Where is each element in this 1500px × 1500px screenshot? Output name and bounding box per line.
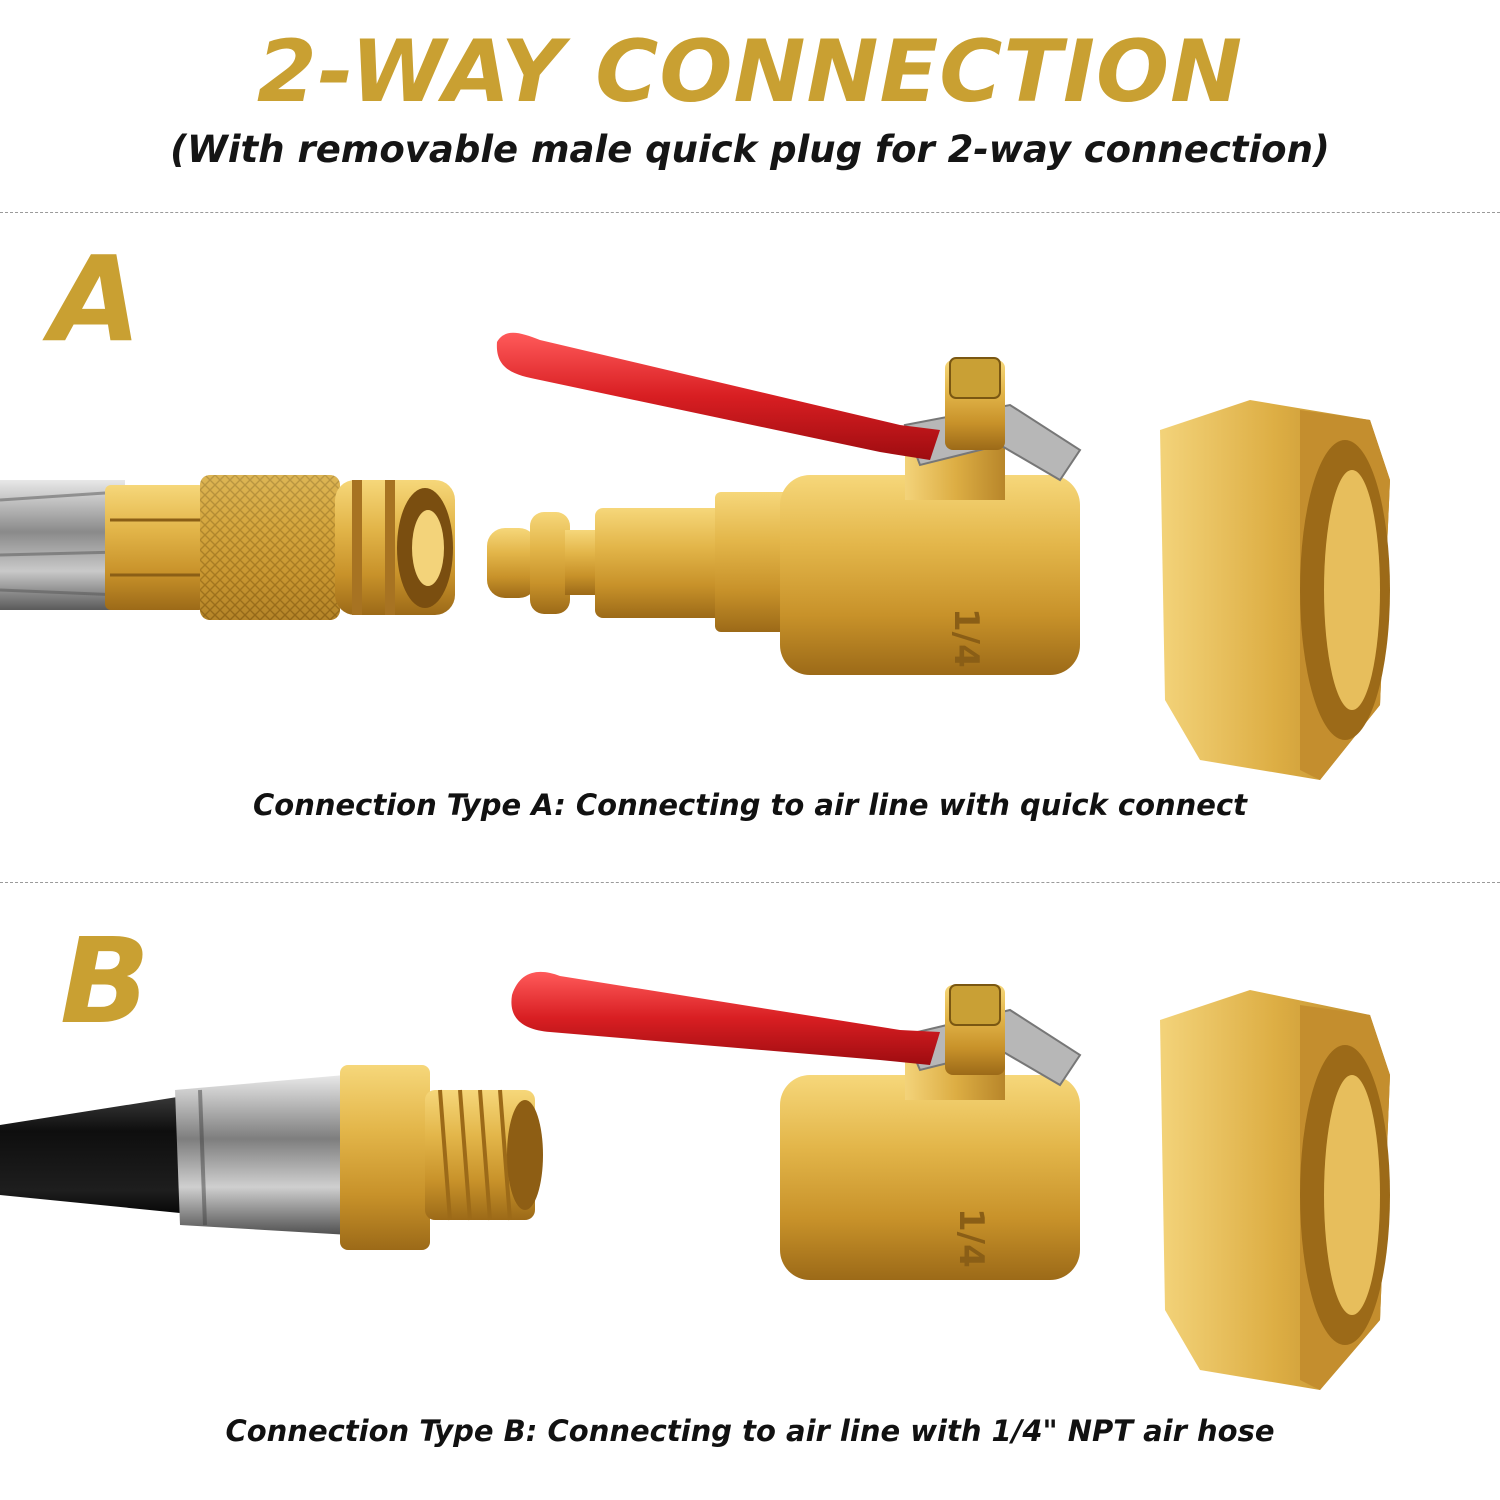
section-b-letter: B [60,912,150,1050]
page-title: 2-WAY CONNECTION [256,22,1244,122]
chrome-sleeve-icon [0,480,125,610]
valve-stem-icon [903,357,1082,482]
red-handle-icon [496,332,940,460]
divider-middle [0,882,1500,883]
ball-valve-b-icon: 1/4 [780,1040,1080,1280]
male-thread-icon [425,1089,543,1221]
hex-fitting-icon [340,1065,430,1250]
male-plug-icon [487,508,730,618]
valve-b-stem-icon [903,984,1082,1087]
threaded-fitting-b-icon [1160,990,1390,1390]
section-a-illustration: 1/4 [0,332,1390,780]
section-b-caption: Connection Type B: Connecting to air lin… [225,1414,1275,1448]
threaded-fitting-icon [1160,400,1390,780]
valve-b-marking: 1/4 [951,1208,991,1268]
section-a-letter: A [50,230,142,368]
section-b-illustration: 1/4 [0,971,1390,1390]
quick-coupler-icon [200,475,455,620]
divider-top [0,212,1500,213]
ball-valve-icon: 1/4 [780,440,1080,675]
crimp-sleeve-icon [175,1075,350,1235]
air-hose-icon [0,1095,200,1215]
coupler-hex-icon [105,485,205,610]
red-handle-b-icon [511,971,940,1065]
valve-marking: 1/4 [946,608,986,668]
hex-adapter-icon [715,492,795,632]
page-subtitle: (With removable male quick plug for 2-wa… [170,128,1330,171]
section-a-caption: Connection Type A: Connecting to air lin… [252,788,1248,822]
